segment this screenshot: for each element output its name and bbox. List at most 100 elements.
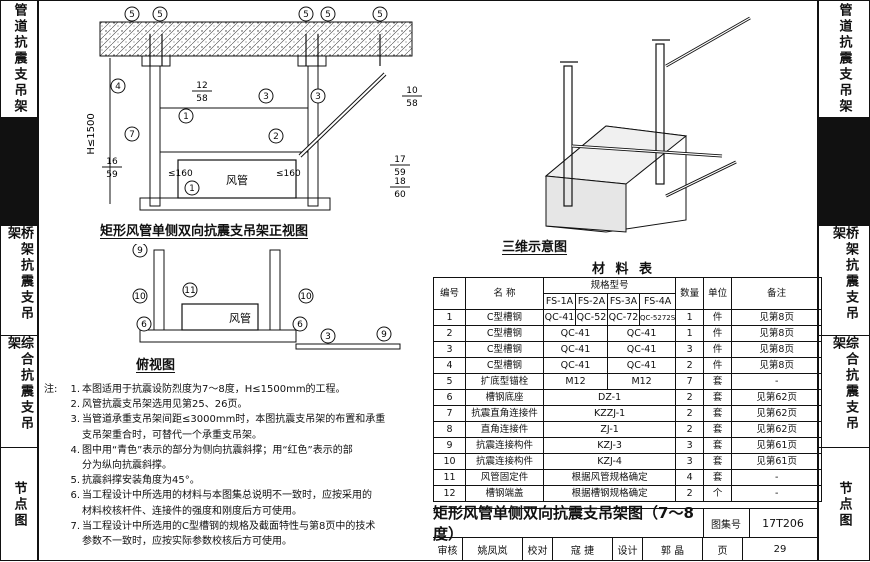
svg-text:10: 10 (134, 292, 146, 302)
note-5: 抗震斜撑安装角度为45°。 (82, 475, 200, 487)
col-header-name: 名 称 (465, 277, 544, 310)
height-dim-label: H≤1500 (86, 113, 97, 154)
sign-design-name: 郭 晶 (643, 537, 703, 561)
signature-row: 审核 姚凤岚 校对 寇 捷 设计 郭 晶 页 29 (433, 537, 817, 561)
col-header-no: 编号 (433, 277, 466, 310)
svg-text:12: 12 (196, 81, 207, 91)
right-sec-tray-label: 桥架抗震支吊架 (830, 226, 858, 322)
left-sec-node[interactable]: 节点图 (1, 448, 37, 562)
svg-text:9: 9 (137, 246, 143, 256)
svg-text:10: 10 (300, 292, 312, 302)
notes-block: 注:1.本图适用于抗震设防烈度为7～8度，H≤1500mm的工程。 2.风管抗震… (44, 382, 422, 549)
front-duct-label: 风管 (226, 173, 248, 187)
svg-text:5: 5 (157, 10, 163, 20)
plan-view-drawing: 风管 9 10 10 11 6 6 3 9 (132, 244, 401, 350)
svg-text:3: 3 (325, 332, 331, 342)
note-3: 当管道承重支吊架间距≤3000mm时，本图抗震支吊架的布置和承重 (82, 414, 386, 426)
left-sec-active-marker (1, 118, 37, 226)
svg-text:4: 4 (115, 82, 121, 92)
col-header-spec: 规格型号 (542, 277, 677, 294)
svg-text:3: 3 (315, 92, 321, 102)
angle-right-label: ≤160 (276, 169, 301, 179)
left-sec-combined-label: 综合抗震支吊架 (5, 336, 33, 432)
note-3-cont: 支吊架重合时，可替代一个承重支吊架。 (82, 429, 262, 441)
sign-review-label: 审核 (433, 537, 463, 561)
plan-duct-label: 风管 (229, 311, 251, 325)
atlas-value: 17T206 (749, 509, 817, 538)
right-sec-combined-label: 综合抗震支吊架 (830, 336, 858, 432)
plan-duct (181, 303, 259, 331)
right-sec-node[interactable]: 节点图 (819, 448, 869, 562)
svg-text:16: 16 (106, 157, 118, 167)
svg-text:5: 5 (377, 10, 383, 20)
note-6-cont: 材料校核杆件、连接件的强度和刚度后方可使用。 (82, 505, 302, 517)
page-label: 页 (703, 537, 743, 561)
atlas-label: 图集号 (703, 509, 750, 538)
svg-text:11: 11 (184, 286, 195, 296)
iso-view-caption: 三维示意图 (502, 240, 568, 255)
svg-text:7: 7 (129, 130, 135, 140)
svg-text:59: 59 (394, 168, 406, 178)
note-2: 风管抗震支吊架选用见第25、26页。 (82, 399, 248, 411)
svg-text:58: 58 (406, 99, 418, 109)
drawing-title: 矩形风管单侧双向抗震支吊架图（7～8度） (433, 504, 704, 543)
left-sec-tray-label: 桥架抗震支吊架 (5, 226, 33, 322)
left-sec-combined[interactable]: 综合抗震支吊架 (1, 336, 37, 448)
right-sec-tray[interactable]: 桥架抗震支吊架 (819, 226, 869, 336)
left-sidebar: 管道抗震支吊架 桥架抗震支吊架 综合抗震支吊架 节点图 (0, 0, 38, 561)
notes-label: 注: (44, 384, 58, 395)
sign-design-label: 设计 (613, 537, 643, 561)
svg-text:1: 1 (189, 184, 195, 194)
anchor-bolts (149, 34, 381, 66)
svg-text:3: 3 (263, 92, 269, 102)
iso-view-drawing (544, 16, 751, 233)
sign-proof-name: 寇 捷 (553, 537, 613, 561)
left-sec-pipe[interactable]: 管道抗震支吊架 (1, 1, 37, 118)
front-view-drawing: 风管 H≤1500 ≤160 ≤160 5 5 5 5 5 4 1 3 3 7 … (86, 6, 422, 211)
svg-text:58: 58 (196, 94, 208, 104)
sign-proof-label: 校对 (523, 537, 553, 561)
note-1: 本图适用于抗震设防烈度为7～8度，H≤1500mm的工程。 (82, 384, 346, 395)
left-sec-node-label: 节点图 (11, 481, 27, 529)
front-view-caption: 矩形风管单侧双向抗震支吊架正视图 (100, 224, 309, 239)
title-block: 矩形风管单侧双向抗震支吊架图（7～8度） 图集号 17T206 审核 姚凤岚 校… (433, 504, 817, 561)
col-header-remark: 备注 (731, 277, 823, 310)
svg-text:60: 60 (394, 190, 406, 200)
note-7: 当工程设计中所选用的C型槽钢的规格及截面特性与第8页中的技术 (82, 520, 376, 532)
materials-title: 材 料 表 (592, 262, 656, 277)
svg-text:5: 5 (325, 10, 331, 20)
left-sec-pipe-label: 管道抗震支吊架 (11, 3, 27, 115)
plan-view-caption: 俯视图 (136, 358, 176, 373)
note-4-cont: 分为纵向抗震斜撑。 (82, 460, 172, 472)
svg-text:17: 17 (394, 155, 405, 165)
right-sec-pipe-label: 管道抗震支吊架 (836, 3, 852, 115)
svg-text:1: 1 (183, 112, 189, 122)
front-duct (177, 159, 297, 199)
materials-table: 编号 名 称 规格型号 数量 单位 备注 FS-1A FS-2A FS-3A F… (433, 277, 823, 502)
col-header-qty: 数量 (675, 277, 705, 310)
angle-left-label: ≤160 (168, 169, 193, 179)
right-sec-combined[interactable]: 综合抗震支吊架 (819, 336, 869, 448)
right-sec-active-marker (819, 118, 869, 226)
svg-text:59: 59 (106, 170, 118, 180)
svg-text:6: 6 (141, 320, 147, 330)
right-sidebar: 管道抗震支吊架 桥架抗震支吊架 综合抗震支吊架 节点图 (818, 0, 870, 561)
svg-text:6: 6 (297, 320, 303, 330)
page-number: 29 (773, 543, 787, 555)
svg-text:2: 2 (273, 132, 279, 142)
svg-text:10: 10 (406, 86, 418, 96)
right-sec-node-label: 节点图 (836, 481, 852, 529)
svg-text:9: 9 (381, 330, 387, 340)
note-6: 当工程设计中所选用的材料与本图集总说明不一致时，应按采用的 (82, 490, 372, 502)
right-sec-pipe[interactable]: 管道抗震支吊架 (819, 1, 869, 118)
left-sec-tray[interactable]: 桥架抗震支吊架 (1, 226, 37, 336)
